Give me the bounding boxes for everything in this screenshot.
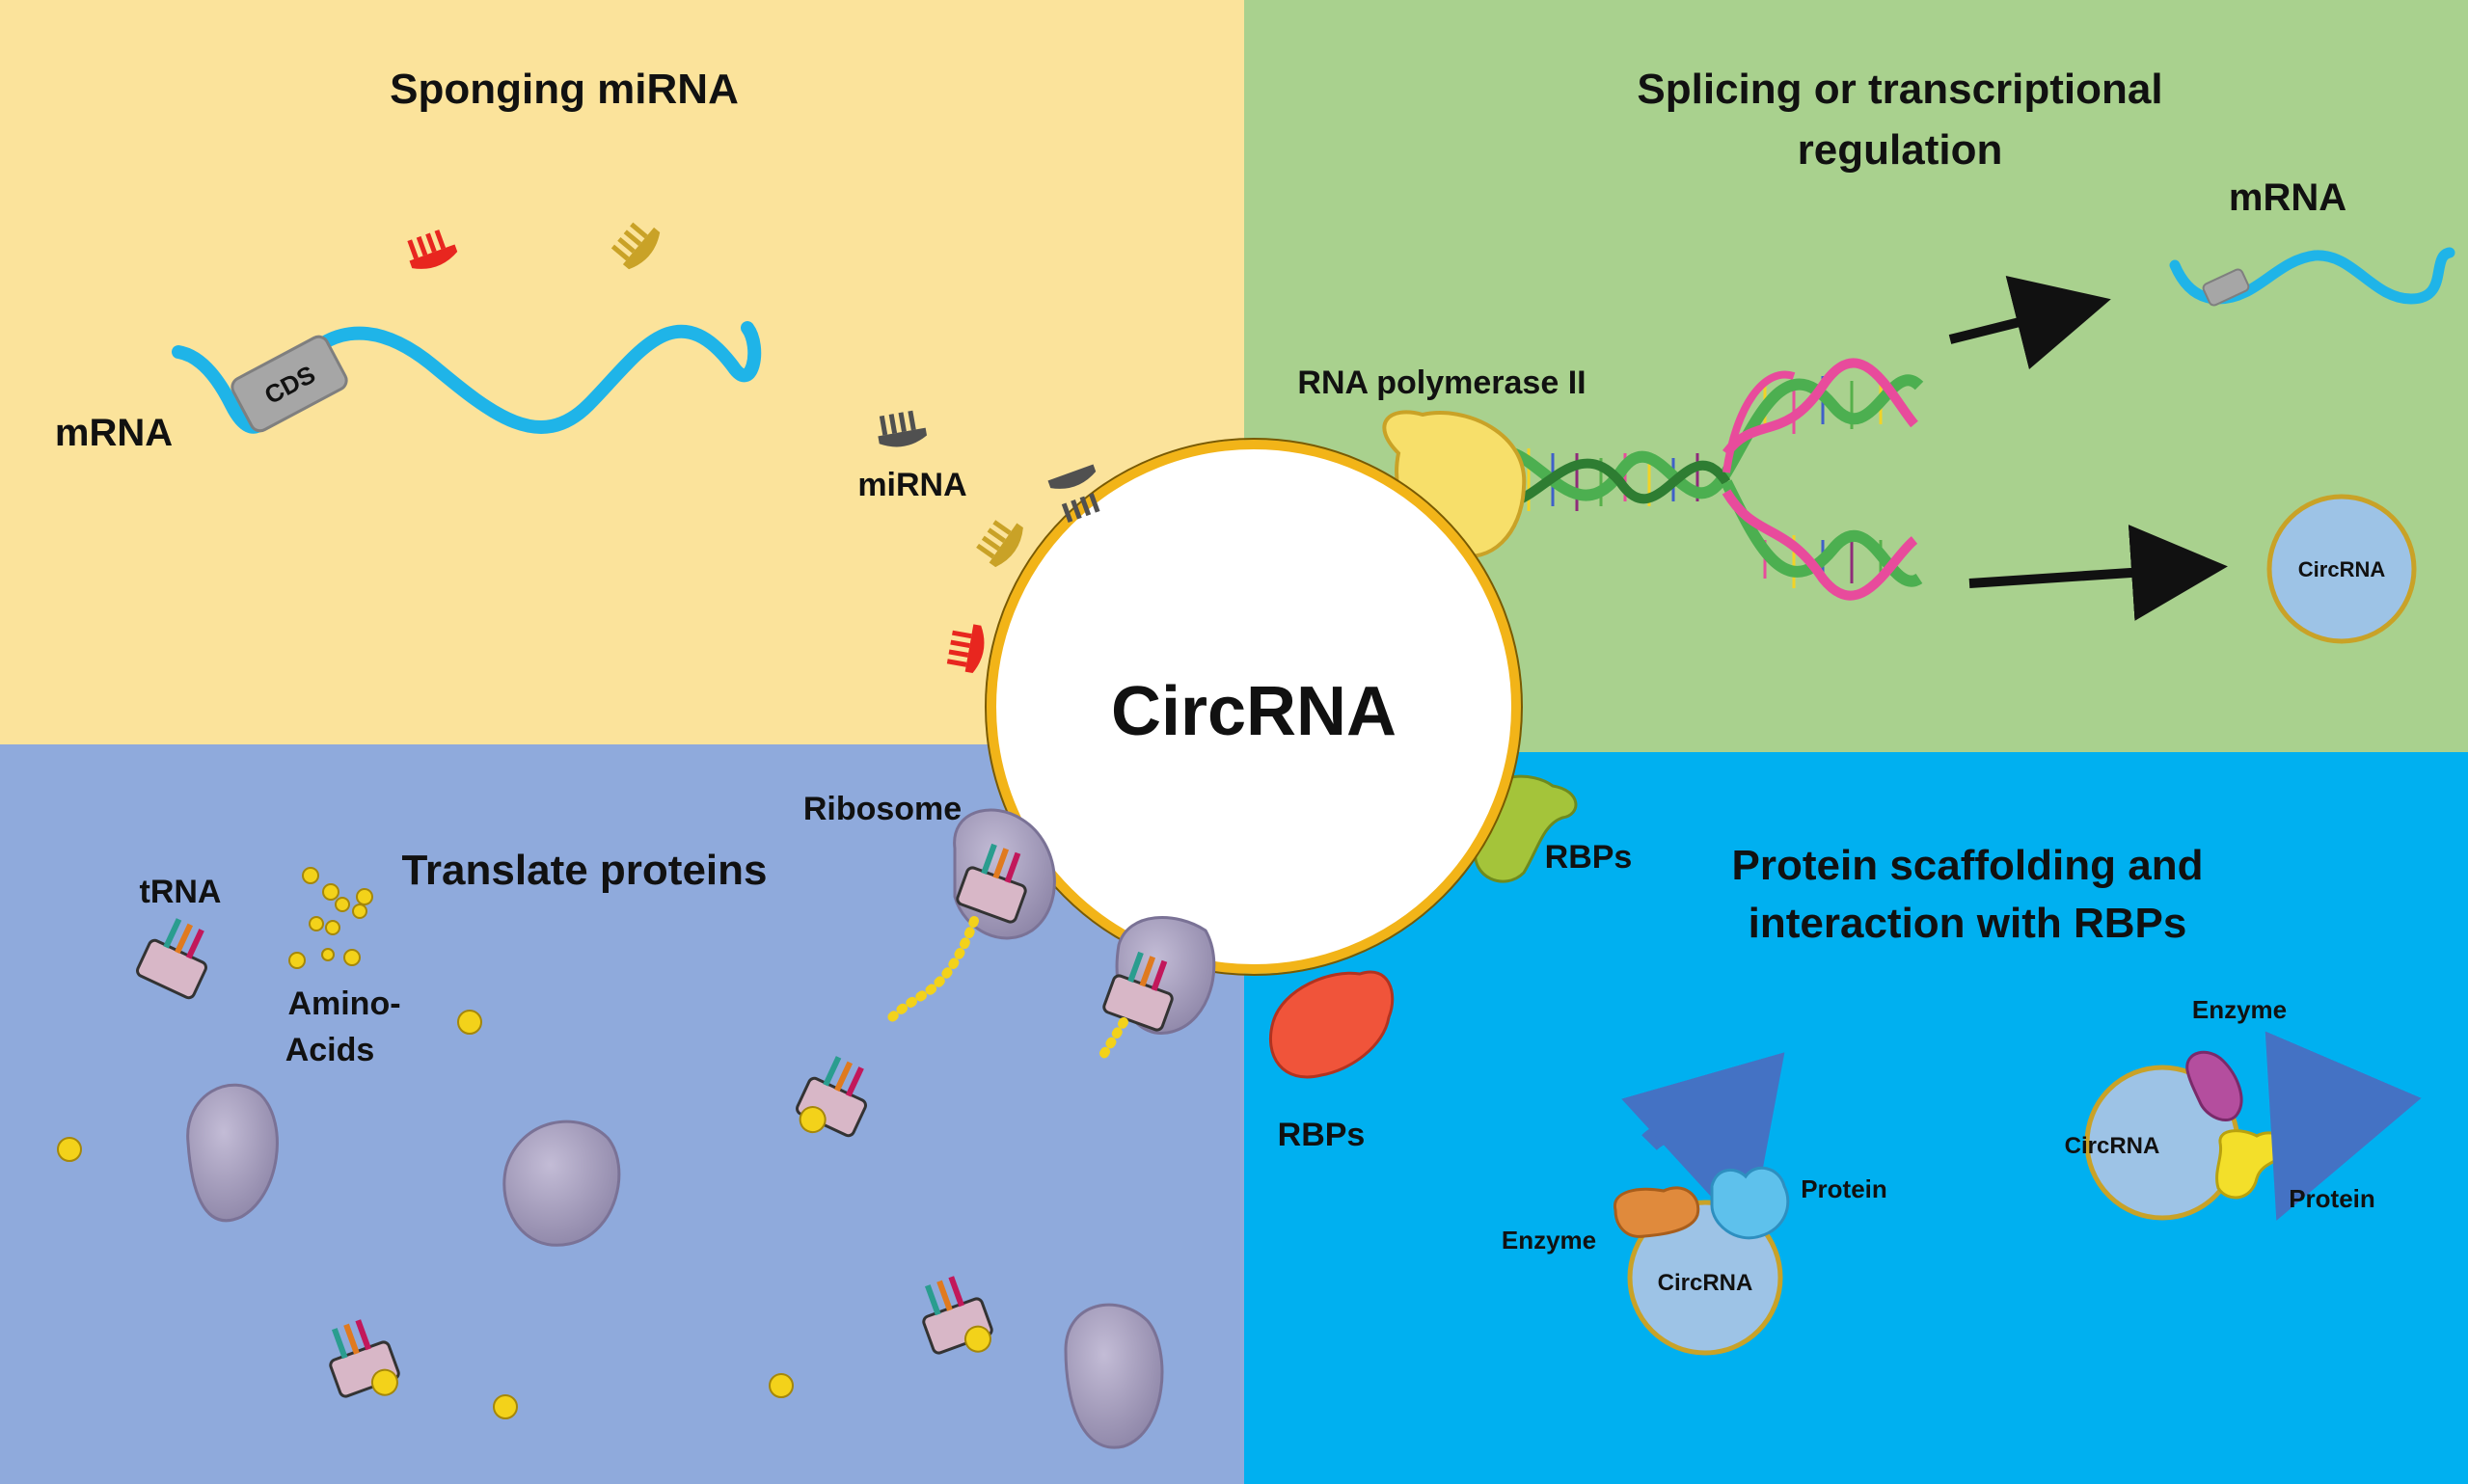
central-circrna-outline — [985, 438, 1523, 976]
scaffold-left-circrna-label: CircRNA — [1658, 1270, 1753, 1296]
product-cds-box — [2202, 268, 2250, 307]
sponging-mrna-label: mRNA — [55, 412, 173, 454]
sponging-mrna-strand — [172, 321, 762, 434]
protein-right-label: Protein — [2289, 1184, 2375, 1213]
enzyme-right-icon — [2185, 1050, 2243, 1121]
scaffold-title-line1: Protein scaffolding and — [1732, 842, 2204, 889]
protein-left-icon — [1710, 1166, 1790, 1240]
dna-double-helix — [1487, 358, 1924, 601]
scaffold-title-line2: interaction with RBPs — [1749, 900, 2187, 947]
splicing-title-line1: Splicing or transcriptional — [1637, 66, 2162, 113]
amino-acid-cluster — [288, 867, 373, 969]
bound-ribosome-1 — [887, 808, 1056, 1022]
product-circrna — [2266, 494, 2417, 644]
product-circrna-label: CircRNA — [2298, 557, 2386, 581]
amino-label-line2: Acids — [285, 1032, 375, 1068]
sponging-title: Sponging miRNA — [390, 66, 739, 113]
central-circrna-label: CircRNA — [1111, 673, 1397, 750]
amino-acid — [457, 1010, 482, 1035]
bound-ribosome-2 — [1095, 916, 1216, 1066]
amino-acid — [493, 1394, 518, 1419]
ribosome-icon — [1064, 1303, 1164, 1449]
mirna-gold-bound-icon — [976, 520, 1023, 568]
enzyme-right-label: Enzyme — [2192, 995, 2287, 1024]
amino-acid — [57, 1137, 82, 1162]
ribosome-label: Ribosome — [803, 791, 962, 827]
central-circrna — [987, 440, 1521, 974]
trna-label: tRNA — [140, 874, 222, 910]
rbp-red-icon — [1268, 970, 1395, 1079]
trna-with-amino-icon — [796, 1056, 867, 1138]
rbps-label-top: RBPs — [1545, 839, 1633, 876]
rbps-label-bottom: RBPs — [1278, 1117, 1366, 1153]
cds-box: CDS — [231, 335, 348, 433]
mirna-red-free-icon — [407, 229, 458, 269]
mirna-label: miRNA — [857, 467, 966, 503]
ribosome-icon — [502, 1120, 621, 1247]
arrow-to-mrna — [1948, 276, 2111, 370]
amino-label-line1: Amino- — [287, 985, 400, 1022]
splicing-title-line2: regulation — [1798, 126, 2003, 174]
enzyme-left-label: Enzyme — [1502, 1226, 1596, 1255]
splicing-mrna-label: mRNA — [2229, 176, 2346, 219]
trna-with-amino-icon — [329, 1319, 400, 1398]
scaffold-right-arrow — [2265, 1031, 2422, 1221]
mirna-gray-bound-icon — [1047, 464, 1100, 523]
scaffold-left-arrow — [1621, 1052, 1785, 1239]
ribosome-icon — [186, 1083, 279, 1223]
translate-title: Translate proteins — [401, 847, 767, 894]
mirna-gray-free-icon — [878, 410, 928, 447]
scaffold-left-circrna — [1627, 1200, 1783, 1356]
trna-icon — [136, 918, 207, 1000]
scaffold-right-circrna-label: CircRNA — [2065, 1133, 2160, 1159]
mirna-red-bound-icon — [946, 624, 985, 674]
mirna-gold-free-icon — [610, 222, 661, 270]
protein-left-label: Protein — [1801, 1174, 1887, 1203]
arrow-to-circrna — [1968, 525, 2228, 621]
enzyme-left-icon — [1614, 1186, 1700, 1238]
trna-with-amino-icon — [922, 1276, 993, 1355]
amino-acid — [769, 1373, 794, 1398]
polymerase-label: RNA polymerase II — [1297, 364, 1586, 401]
